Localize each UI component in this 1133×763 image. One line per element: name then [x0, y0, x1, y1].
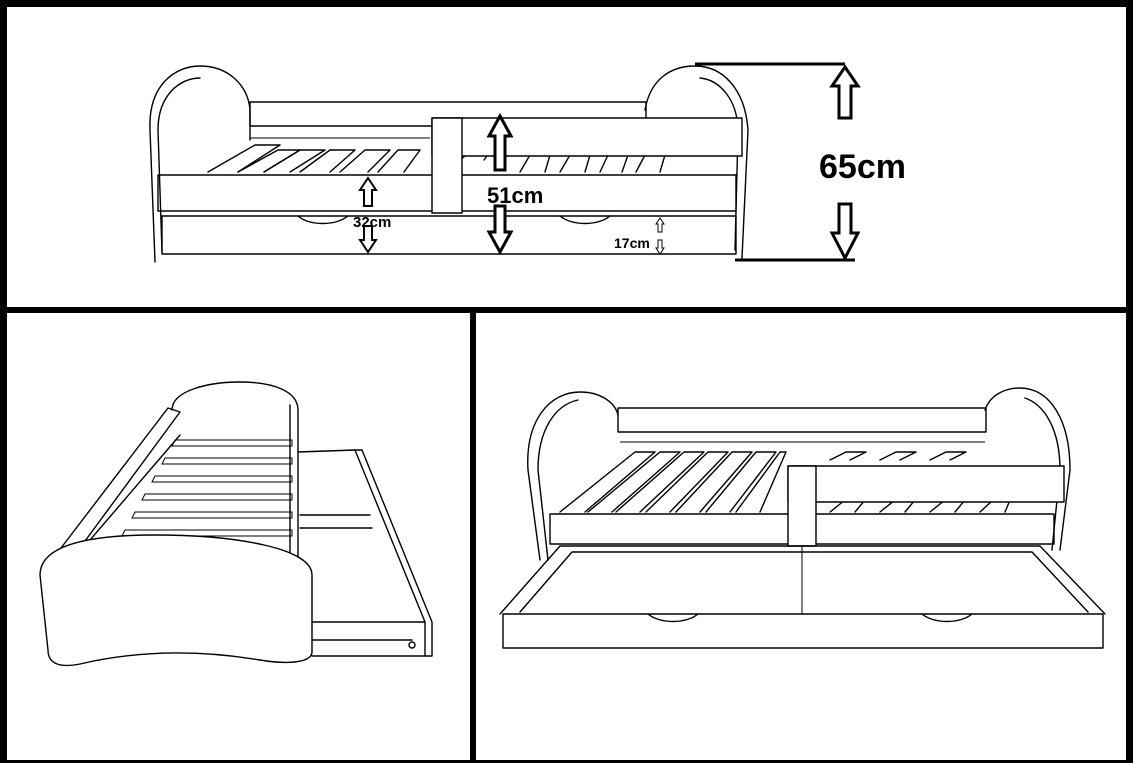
front-elevation-view: 65cm 51cm 32cm 17cm: [7, 7, 1126, 307]
side-height-label: 32cm: [353, 214, 392, 231]
drawer-height-label: 17cm: [614, 235, 650, 251]
front-drawer-open-view: [476, 313, 1126, 760]
bed-front-drawing: [149, 62, 861, 263]
bed-perspective-drawing: [39, 381, 433, 667]
guard-rail-height-label: 51cm: [487, 183, 544, 208]
bed-front-open-drawing: [499, 387, 1106, 649]
overall-height-label: 65cm: [819, 148, 906, 186]
perspective-drawer-view: [7, 313, 470, 760]
